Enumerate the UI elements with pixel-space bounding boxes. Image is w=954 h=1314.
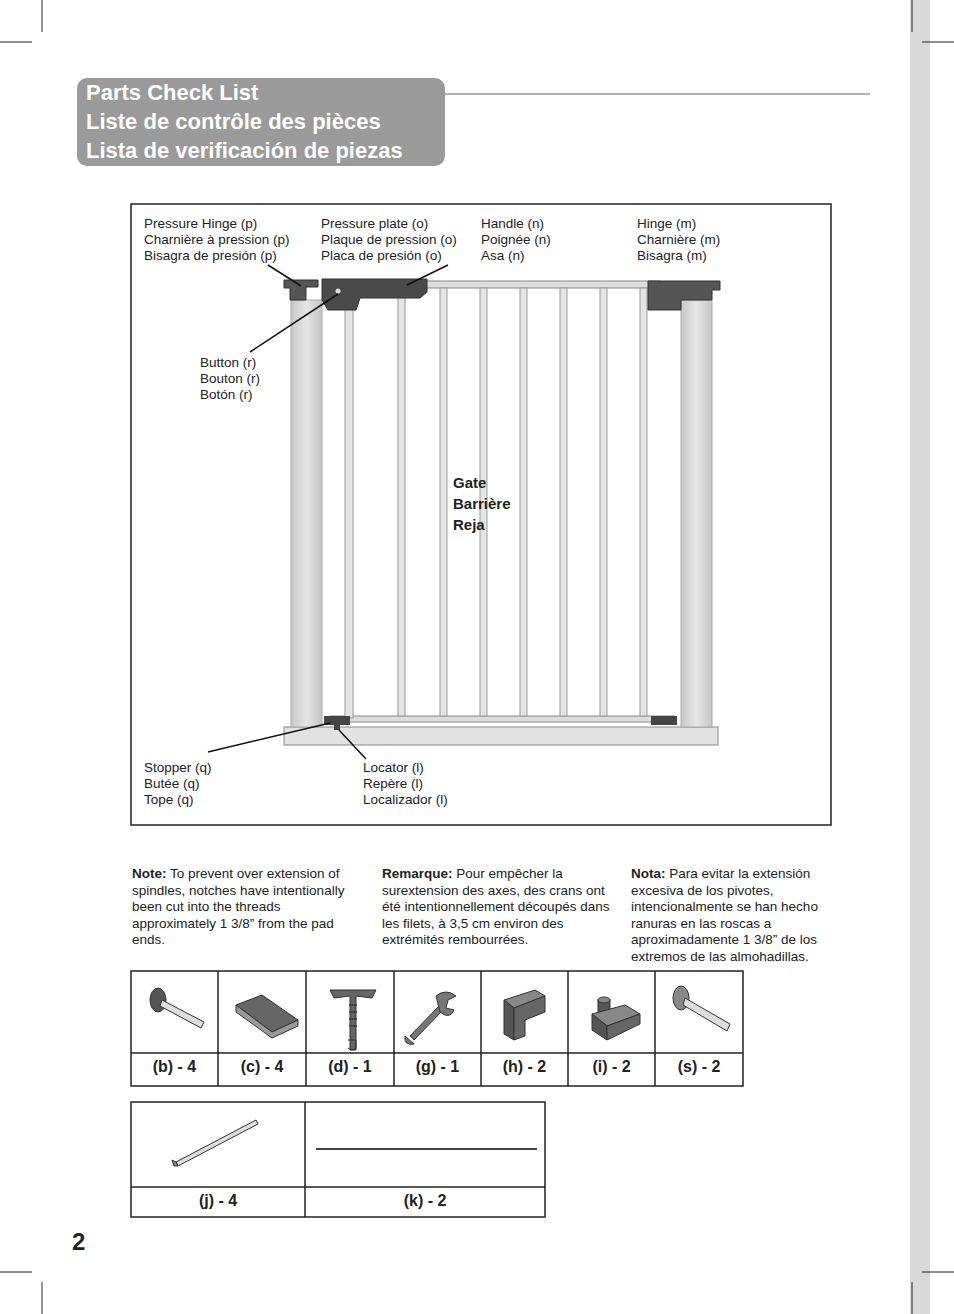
- callout-label: Hinge (m): [637, 216, 696, 233]
- callout-label: Locator (l): [363, 760, 424, 777]
- callout-label: Repère (l): [363, 776, 423, 793]
- callout-label: Pressure plate (o): [321, 216, 428, 233]
- page-number: 2: [72, 1228, 85, 1256]
- table-cell: (j) - 4: [131, 1193, 305, 1210]
- gate-label: Barrière: [453, 494, 511, 514]
- table-cell: (d) - 1: [306, 1059, 394, 1076]
- table-cell: (s) - 2: [655, 1059, 743, 1076]
- title-text: Parts Check List: [86, 78, 429, 107]
- table-cell: (c) - 4: [218, 1059, 306, 1076]
- margin-strip: [910, 0, 930, 1314]
- callout-label: Asa (n): [481, 248, 525, 265]
- callout-label: Localizador (l): [363, 792, 448, 809]
- callout-label: Botón (r): [200, 387, 253, 404]
- note: Remarque: Pour empêcher la surextension …: [382, 866, 612, 949]
- callout-label: Poignée (n): [481, 232, 551, 249]
- callout-label: Stopper (q): [144, 760, 212, 777]
- note: Note: To prevent over extension of spind…: [132, 866, 354, 949]
- callout-label: Tope (q): [144, 792, 194, 809]
- note-heading: Remarque:: [382, 866, 453, 881]
- part-icons: [150, 986, 730, 1166]
- callout-label: Charnière à pression (p): [144, 232, 290, 249]
- callout-label: Bisagra de presión (p): [144, 248, 277, 265]
- frame: [131, 204, 831, 825]
- title-band: Parts Check ListListe de contrôle des pi…: [77, 78, 445, 166]
- callout-label: Butée (q): [144, 776, 200, 793]
- note-heading: Nota:: [631, 866, 666, 881]
- gate-label: Reja: [453, 515, 485, 535]
- title-rule: [445, 93, 870, 95]
- callout-label: Charnière (m): [637, 232, 720, 249]
- parts-table: [131, 971, 743, 1217]
- note-heading: Note:: [132, 866, 167, 881]
- callout-label: Bisagra (m): [637, 248, 707, 265]
- callout-label: Bouton (r): [200, 371, 260, 388]
- note: Nota: Para evitar la extensión excesiva …: [631, 866, 843, 965]
- callout-label: Placa de presión (o): [321, 248, 442, 265]
- table-cell: (i) - 2: [568, 1059, 655, 1076]
- leader-lines: [208, 265, 448, 759]
- callout-label: Plaque de pression (o): [321, 232, 457, 249]
- gate-drawing: [284, 279, 720, 745]
- table-cell: (g) - 1: [394, 1059, 481, 1076]
- callout-label: Handle (n): [481, 216, 544, 233]
- callout-label: Pressure Hinge (p): [144, 216, 257, 233]
- title-text: Lista de verificación de piezas: [86, 136, 429, 165]
- callout-label: Button (r): [200, 355, 256, 372]
- table-cell: (k) - 2: [305, 1193, 545, 1210]
- title-text: Liste de contrôle des pièces: [86, 107, 429, 136]
- table-cell: (b) - 4: [131, 1059, 218, 1076]
- table-cell: (h) - 2: [481, 1059, 568, 1076]
- gate-label: Gate: [453, 473, 486, 493]
